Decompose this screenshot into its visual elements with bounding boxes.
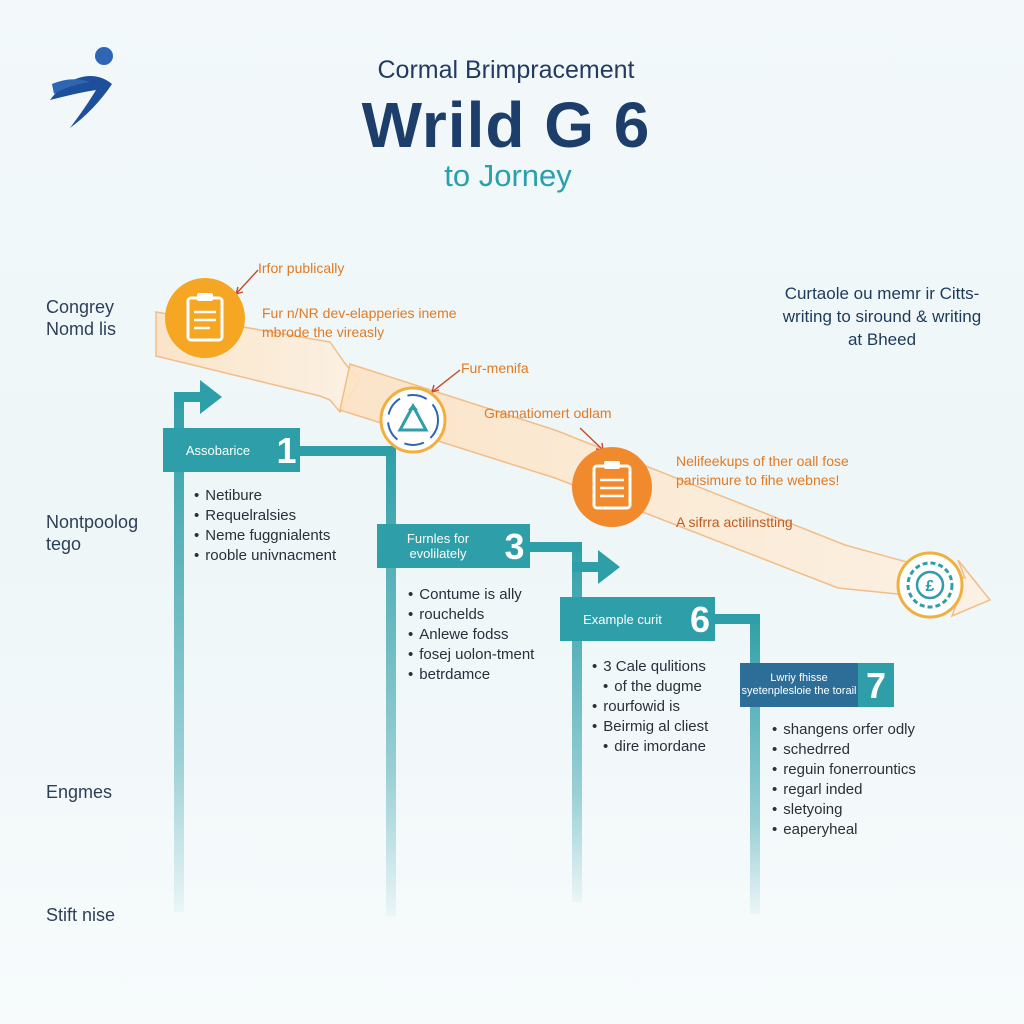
annotation-1: Irfor publically (258, 260, 345, 276)
annotation-pointers (235, 269, 604, 451)
step-7-number-tab: 7 (858, 663, 894, 707)
recycle-arrows-icon (379, 386, 447, 454)
step-1-number: 1 (276, 429, 297, 471)
list-item: Anlewe fodss (408, 625, 568, 645)
list-item: shangens orfer odly (772, 720, 942, 740)
list-item: 3 Cale qulitions (592, 657, 742, 677)
step-7-number: 7 (865, 664, 887, 706)
list-item: reguin fonerrountics (772, 760, 942, 780)
list-item: Contume is ally (408, 585, 568, 605)
list-item: of the dugme (592, 677, 742, 697)
list-item: Beirmig al cliest (592, 717, 742, 737)
clipboard-icon (165, 278, 245, 358)
step-3-list: Contume is ally rouchelds Anlewe fodss f… (408, 585, 568, 685)
step-6-box[interactable]: Example curit (560, 597, 685, 641)
side-label-1: Congrey Nomd lis (46, 297, 117, 339)
step-7-box[interactable]: Lwriy fhisse syetenplesloie the torail (740, 663, 858, 707)
step-1-number-tab: 1 (273, 428, 300, 472)
step-1-box[interactable]: Assobarice (163, 428, 273, 472)
step-connectors (174, 380, 760, 916)
list-item: Neme fuggnialents (194, 526, 364, 546)
step-1-list: Netibure Requelralsies Neme fuggnialents… (194, 486, 364, 566)
right-note: Curtaole ou memr ir Citts-writing to sir… (782, 284, 982, 349)
annotation-5: Nelifeekups of ther oall fose parisimure… (676, 453, 849, 488)
diagram-tagline: to Jorney (444, 158, 572, 193)
side-label-3: Engmes (46, 782, 113, 802)
step-6-number: 6 (689, 598, 711, 640)
step-3-label: Furnles for evolilately (406, 531, 470, 561)
list-item: betrdamce (408, 665, 568, 685)
side-label-4: Stift nise (46, 905, 116, 925)
diagram-subtitle: Cormal Brimpracement (377, 56, 635, 84)
annotation-6: A sifrra actilinstting (676, 514, 793, 530)
checklist-icon (572, 447, 652, 527)
step-3-box[interactable]: Furnles for evolilately (377, 524, 499, 568)
list-item: eaperyheal (772, 820, 942, 840)
runner-logo-icon (50, 47, 113, 128)
list-item: dire imordane (592, 737, 742, 757)
step-7-label: Lwriy fhisse syetenplesloie the torail (741, 672, 857, 697)
step-6-list: 3 Cale qulitions of the dugme rourfowid … (592, 657, 742, 757)
annotation-3: Fur-menifa (461, 360, 529, 376)
step-1-label: Assobarice (185, 442, 251, 458)
list-item: rouchelds (408, 605, 568, 625)
list-item: sletyoing (772, 800, 942, 820)
list-item: rooble univnacment (194, 546, 364, 566)
list-item: Requelralsies (194, 506, 364, 526)
side-label-2: Nontpoolog tego (46, 512, 139, 554)
step-3-number: 3 (504, 525, 525, 567)
list-item: Netibure (194, 486, 364, 506)
svg-text:£: £ (926, 578, 935, 595)
step-3-number-tab: 3 (499, 524, 530, 568)
step-7-list: shangens orfer odly schedrred reguin fon… (772, 720, 942, 840)
step-6-label: Example curit (583, 611, 662, 627)
annotation-2: Fur n/NR dev-elapperies ineme mbrode the… (262, 305, 457, 340)
step-6-number-tab: 6 (685, 597, 715, 641)
list-item: rourfowid is (592, 697, 742, 717)
list-item: regarl inded (772, 780, 942, 800)
annotation-4: Gramatiomert odlam (484, 405, 612, 421)
currency-gear-icon: £ (896, 551, 964, 619)
list-item: fosej uolon-tment (408, 645, 568, 665)
list-item: schedrred (772, 740, 942, 760)
diagram-title: Wrild G 6 (361, 89, 651, 161)
